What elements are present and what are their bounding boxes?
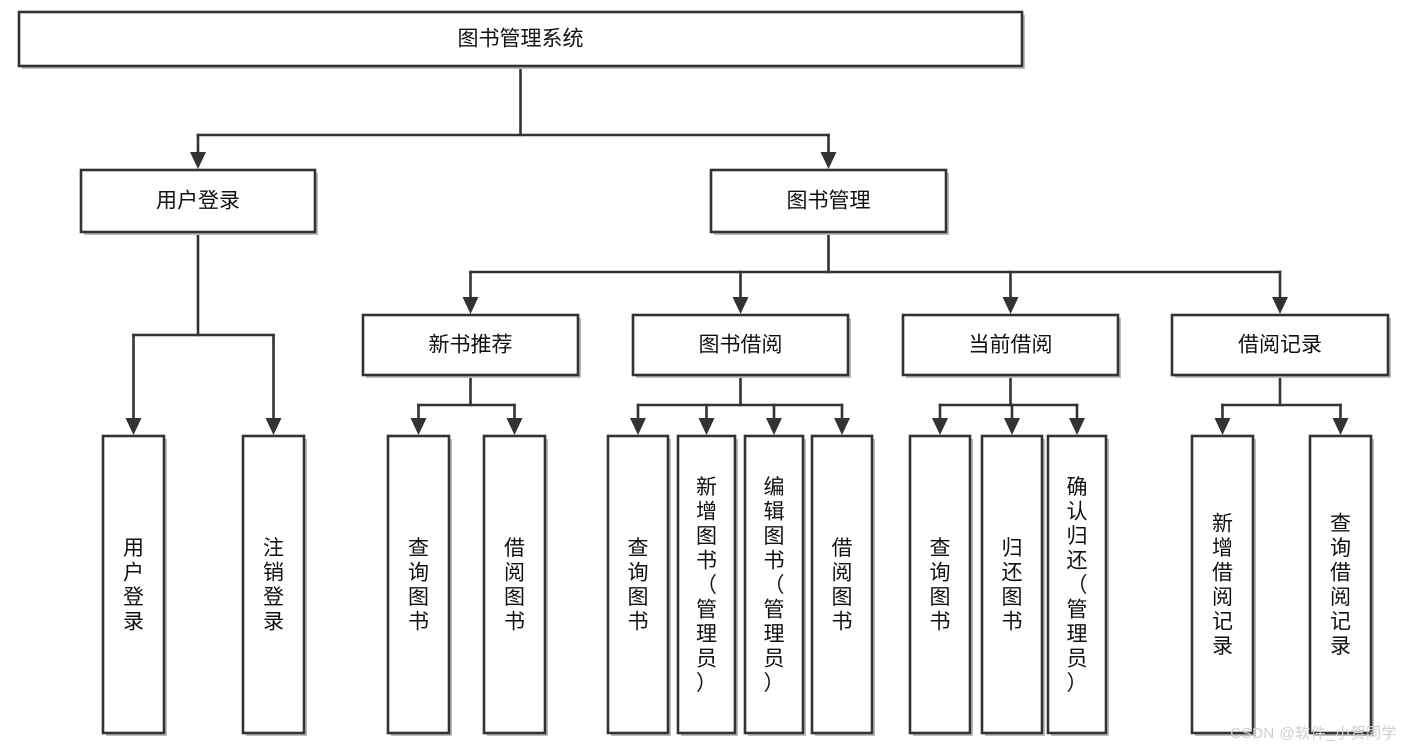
- arrow-head-icon: [698, 418, 715, 435]
- node-label-borrow-record: 借阅记录: [1238, 334, 1322, 357]
- node-label-nb-borrow-book: 借阅图书: [504, 537, 525, 634]
- node-label-br-add-record: 新增借阅记录: [1212, 513, 1233, 659]
- arrow-head-icon: [1272, 297, 1288, 314]
- arrow-head-icon: [1214, 418, 1231, 435]
- node-user-login-do[interactable]: 用户登录: [101, 434, 167, 736]
- node-layer: 图书管理系统用户登录用户登录注销登录图书管理新书推荐查询图书借阅图书图书借阅查询…: [17, 10, 1391, 736]
- node-bb-add-book[interactable]: 新增图书（管理员）: [676, 434, 738, 736]
- arrow-head-icon: [506, 418, 523, 435]
- arrow-head-icon: [932, 418, 948, 435]
- node-label-bb-add-book: 新增图书（管理员）: [696, 476, 717, 695]
- arrow-head-icon: [462, 297, 479, 314]
- node-cb-query-book[interactable]: 查询图书: [908, 434, 973, 736]
- arrow-head-icon: [190, 152, 206, 169]
- arrow-head-icon: [410, 418, 427, 435]
- node-label-book-manage: 图书管理: [787, 190, 871, 213]
- arrow-head-icon: [732, 297, 749, 314]
- arrow-head-icon: [125, 418, 142, 435]
- node-br-add-record[interactable]: 新增借阅记录: [1190, 434, 1256, 736]
- node-label-cb-query-book: 查询图书: [930, 537, 951, 634]
- arrow-head-icon: [834, 418, 850, 435]
- connector-layer: [125, 64, 1349, 435]
- node-borrow-record[interactable]: 借阅记录: [1170, 313, 1391, 378]
- node-nb-borrow-book[interactable]: 借阅图书: [482, 434, 548, 736]
- node-user-login[interactable]: 用户登录: [79, 168, 318, 235]
- node-label-user-login: 用户登录: [156, 190, 240, 213]
- node-label-bb-query-book: 查询图书: [628, 537, 649, 634]
- arrow-head-icon: [265, 418, 282, 435]
- arrow-head-icon: [1332, 418, 1349, 435]
- arrow-head-icon: [1069, 418, 1085, 435]
- arrow-head-icon: [766, 418, 782, 435]
- arrow-head-icon: [1002, 297, 1019, 314]
- node-label-bb-borrow-book: 借阅图书: [832, 537, 853, 634]
- node-label-cb-confirm-return: 确认归还（管理员）: [1067, 476, 1088, 695]
- node-label-nb-query-book: 查询图书: [408, 537, 429, 634]
- node-new-book-recommend[interactable]: 新书推荐: [361, 313, 581, 378]
- watermark-text: CSDN @软件_小贺同学: [1230, 725, 1397, 742]
- node-bb-edit-book[interactable]: 编辑图书（管理员）: [743, 434, 806, 736]
- arrow-head-icon: [820, 152, 837, 169]
- node-label-br-query-record: 查询借阅记录: [1330, 513, 1351, 659]
- node-label-user-login-do: 用户登录: [123, 537, 144, 634]
- node-label-current-borrow: 当前借阅: [969, 334, 1053, 357]
- node-label-new-book-recommend: 新书推荐: [429, 334, 513, 357]
- node-cb-return-book[interactable]: 归还图书: [980, 434, 1045, 736]
- node-current-borrow[interactable]: 当前借阅: [901, 313, 1121, 378]
- arrow-head-icon: [1004, 418, 1020, 435]
- node-book-manage[interactable]: 图书管理: [709, 168, 949, 235]
- node-label-root: 图书管理系统: [458, 28, 584, 51]
- arrow-head-icon: [630, 418, 646, 435]
- node-br-query-record[interactable]: 查询借阅记录: [1308, 434, 1374, 736]
- node-label-book-borrow: 图书借阅: [699, 334, 783, 357]
- node-nb-query-book[interactable]: 查询图书: [386, 434, 452, 736]
- node-label-user-logout: 注销登录: [263, 537, 284, 634]
- node-cb-confirm-return[interactable]: 确认归还（管理员）: [1046, 434, 1109, 736]
- node-bb-borrow-book[interactable]: 借阅图书: [810, 434, 875, 736]
- node-bb-query-book[interactable]: 查询图书: [606, 434, 671, 736]
- node-book-borrow[interactable]: 图书借阅: [631, 313, 851, 378]
- node-label-bb-edit-book: 编辑图书（管理员）: [764, 476, 785, 695]
- node-user-logout[interactable]: 注销登录: [241, 434, 307, 736]
- node-root[interactable]: 图书管理系统: [17, 10, 1025, 69]
- node-label-cb-return-book: 归还图书: [1002, 537, 1023, 634]
